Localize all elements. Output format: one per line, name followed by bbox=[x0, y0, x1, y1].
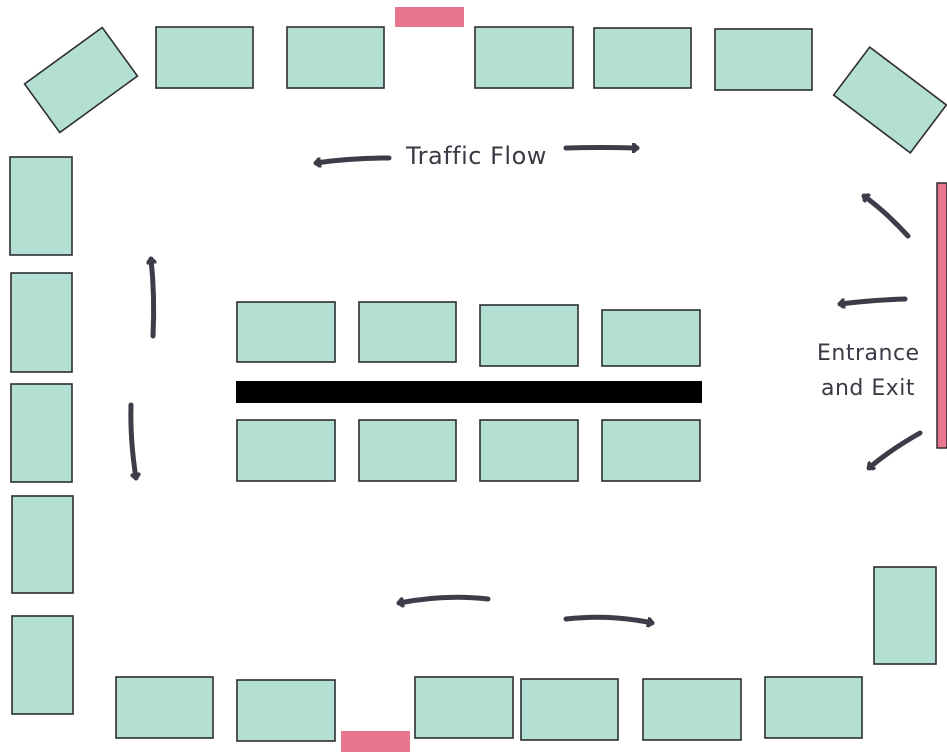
table-top-5 bbox=[714, 28, 813, 91]
table-top-3 bbox=[474, 26, 574, 89]
table-left-3 bbox=[10, 383, 73, 483]
table-bottom-3 bbox=[414, 676, 514, 739]
table-bottom-2 bbox=[236, 679, 336, 742]
table-left-1 bbox=[9, 156, 73, 256]
table-bottom-1 bbox=[115, 676, 214, 739]
table-center-upper-3 bbox=[479, 304, 579, 367]
table-center-lower-2 bbox=[358, 419, 457, 482]
table-corner-top-left bbox=[23, 26, 139, 134]
table-bottom-4 bbox=[520, 678, 619, 741]
table-bottom-6 bbox=[764, 676, 863, 739]
table-right-1 bbox=[873, 566, 937, 665]
arrow-right-up bbox=[861, 196, 911, 239]
table-center-lower-1 bbox=[236, 419, 336, 482]
center-divider bbox=[236, 381, 702, 403]
arrow-right-left bbox=[837, 296, 908, 304]
table-left-5 bbox=[11, 615, 74, 715]
table-center-lower-3 bbox=[479, 419, 579, 482]
table-center-upper-4 bbox=[601, 309, 701, 367]
table-top-2 bbox=[286, 26, 385, 89]
top-door bbox=[395, 7, 464, 27]
bottom-door bbox=[341, 731, 410, 752]
entrance-label-line1: Entrance bbox=[817, 341, 920, 366]
arrow-top-left bbox=[313, 155, 392, 163]
table-center-upper-1 bbox=[236, 301, 336, 363]
arrow-left-down bbox=[128, 402, 136, 481]
table-top-1 bbox=[155, 26, 254, 89]
table-top-4 bbox=[593, 27, 692, 89]
right-entrance-door bbox=[936, 182, 947, 449]
arrow-bottom-left bbox=[396, 594, 491, 603]
arrow-left-up bbox=[151, 256, 154, 339]
entrance-label-line2: and Exit bbox=[821, 376, 915, 401]
doors bbox=[341, 7, 947, 752]
table-center-upper-2 bbox=[358, 301, 457, 363]
table-bottom-5 bbox=[642, 678, 742, 741]
table-center-lower-4 bbox=[601, 419, 701, 482]
traffic-arrows bbox=[128, 148, 923, 624]
table-corner-top-right bbox=[832, 46, 947, 154]
table-left-4 bbox=[11, 495, 74, 594]
traffic-flow-label: Traffic Flow bbox=[405, 142, 547, 170]
arrow-top-right bbox=[563, 148, 640, 149]
table-left-2 bbox=[10, 272, 73, 373]
arrow-right-down bbox=[866, 430, 923, 468]
arrow-bottom-right bbox=[563, 614, 655, 623]
tables bbox=[9, 26, 947, 742]
